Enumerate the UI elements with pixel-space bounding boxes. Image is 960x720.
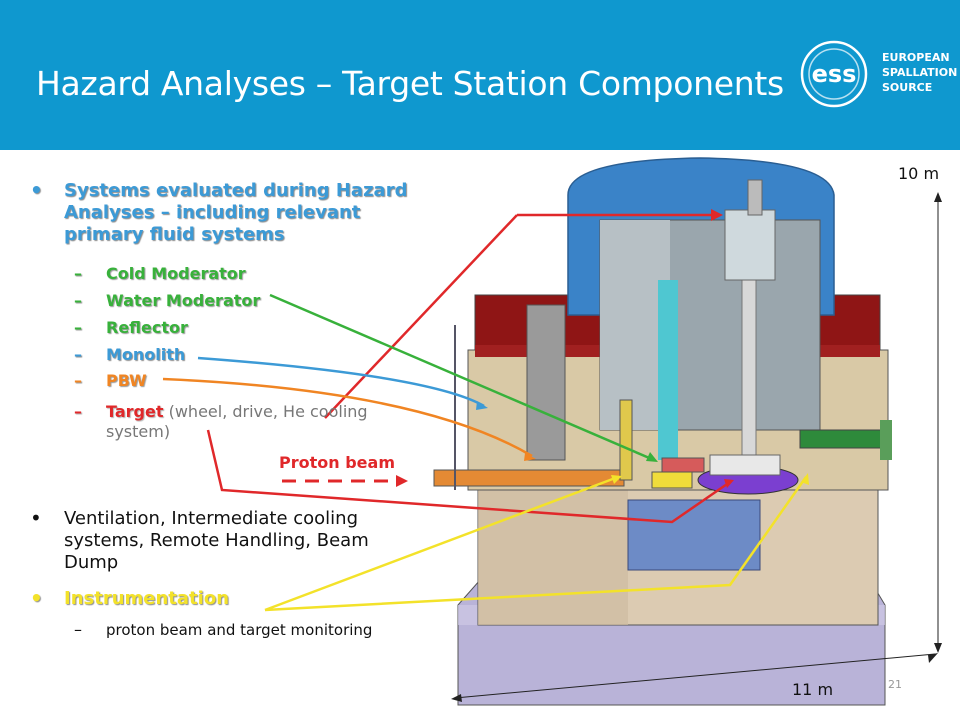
item-proton-monitoring: proton beam and target monitoring [106, 621, 373, 639]
dash-monolith-icon: – [74, 345, 82, 364]
drive-top [747, 179, 763, 216]
arrow-yellow-1-head-icon [611, 475, 622, 484]
dash-target-icon: – [74, 402, 82, 421]
arrow-yellow-1 [264, 475, 619, 612]
height-label: 10 m [898, 164, 940, 183]
width-dimension-line [454, 653, 936, 699]
shielding-left-face [478, 480, 628, 625]
bullet-systems-line-1: Systems evaluated during Hazard [64, 180, 408, 201]
item-pbw: PBW [106, 371, 147, 390]
logo-text: EUROPEAN SPALLATION SOURCE [882, 50, 957, 95]
item-target-detail-2: system) [106, 422, 171, 441]
arrow-red-lower-head-icon [724, 479, 734, 488]
cooling-column [658, 280, 678, 460]
logo-line-3: SOURCE [882, 81, 933, 94]
arrow-orange [162, 377, 533, 458]
bullet-systems: Systems evaluated during Hazard Analyses… [64, 180, 434, 246]
bullet-ventilation-line-3: Dump [64, 552, 119, 573]
item-water-moderator: Water Moderator [106, 291, 261, 310]
lower-vessel [627, 499, 761, 571]
side-rail-end [880, 420, 892, 460]
bullet-systems-line-2: Analyses – including relevant [64, 202, 361, 223]
target-drive-shaft [741, 249, 757, 461]
header-bar: Hazard Analyses – Target Station Compone… [0, 0, 960, 150]
width-label: 11 m [792, 680, 834, 699]
moderator-block [661, 457, 705, 473]
side-rail [799, 429, 891, 449]
dash-pbw-icon: – [74, 371, 82, 390]
arrow-orange-head-icon [524, 453, 536, 461]
height-arrow-top-icon [934, 192, 942, 202]
moderator-yellow [651, 471, 693, 489]
item-target-detail: (wheel, drive, He cooling [168, 402, 368, 421]
logo-mark-text: ess [812, 60, 857, 88]
beam-pipe [433, 469, 625, 487]
bullet-dot-1-icon: • [30, 178, 43, 202]
wheel-hub [709, 454, 781, 476]
page-number: 21 [888, 678, 902, 691]
arrow-red-top-head-icon [711, 209, 723, 221]
bullet-systems-line-3: primary fluid systems [64, 224, 285, 245]
width-arrow-right-icon [928, 653, 938, 663]
dash-water-icon: – [74, 291, 82, 310]
pbw-plug [526, 304, 566, 461]
drive-unit [724, 209, 776, 281]
instrument-rod [619, 399, 633, 481]
bullet-ventilation-line-2: systems, Remote Handling, Beam [64, 530, 369, 551]
item-cold-moderator: Cold Moderator [106, 264, 246, 283]
arrow-blue [197, 356, 485, 408]
item-target: Target (wheel, drive, He cooling [106, 402, 368, 422]
dash-instrumentation-icon: – [74, 620, 82, 639]
arrow-red-diagonal [324, 214, 518, 419]
bullet-ventilation-line-1: Ventilation, Intermediate cooling [64, 508, 359, 529]
logo-line-1: EUROPEAN [882, 51, 950, 64]
dash-cold-icon: – [74, 264, 82, 283]
slide-title: Hazard Analyses – Target Station Compone… [36, 64, 784, 103]
ess-logo-mark-icon: ess [800, 40, 868, 108]
item-reflector: Reflector [106, 318, 188, 337]
arrow-green-head-icon [646, 452, 658, 462]
arrow-yellow-2-head-icon [801, 473, 809, 485]
slide-content: • Systems evaluated during Hazard Analys… [0, 150, 960, 720]
proton-beam-label: Proton beam [279, 453, 395, 472]
item-monolith: Monolith [106, 345, 186, 364]
logo-line-2: SPALLATION [882, 66, 958, 79]
ess-logo: ess EUROPEAN SPALLATION SOURCE [796, 34, 960, 114]
arrow-blue-head-icon [476, 401, 488, 410]
target-station-illustration [162, 157, 942, 706]
arrow-red-lower [206, 429, 731, 524]
item-target-label: Target [106, 402, 164, 421]
bullet-dot-3-icon: • [30, 586, 43, 610]
bullet-instrumentation: Instrumentation [64, 588, 230, 609]
width-arrow-left-icon [451, 694, 462, 702]
arrow-yellow-2 [264, 476, 808, 612]
height-arrow-bottom-icon [934, 643, 942, 653]
bullet-ventilation: Ventilation, Intermediate cooling system… [64, 508, 434, 574]
arrow-green [269, 293, 655, 462]
dash-reflector-icon: – [74, 318, 82, 337]
proton-beam-arrow-head-icon [396, 475, 408, 487]
bullet-dot-2-icon: • [30, 506, 42, 530]
